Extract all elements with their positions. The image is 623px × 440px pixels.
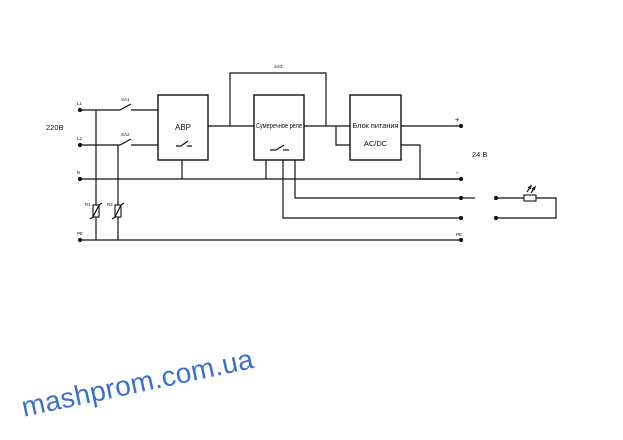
- varistor-r2: [111, 202, 125, 220]
- power-supply-block: [349, 94, 402, 161]
- avr-label: АВР: [175, 123, 191, 132]
- label-sa3: SA3: [274, 64, 283, 69]
- twilight-relay-block: [253, 94, 305, 161]
- avr-block: [157, 94, 209, 161]
- label-l2: L2: [77, 136, 83, 141]
- terminals: [77, 107, 499, 243]
- psu-label-line1: Блок питания: [353, 121, 399, 130]
- psu-label-line2: AC/DC: [364, 139, 388, 148]
- avr-switch-icon: [176, 140, 192, 147]
- light-arrows-icon: [527, 184, 537, 191]
- light-sensor: [461, 185, 557, 219]
- label-r2: R2: [107, 202, 113, 207]
- block-wires: [181, 72, 461, 219]
- switch-sa2: [119, 138, 132, 146]
- supply-wires: [80, 109, 461, 241]
- label-pe-right: PE: [456, 232, 462, 237]
- label-n: N: [77, 170, 80, 175]
- relay-switch-icon: [270, 144, 289, 151]
- label-r1: R1: [85, 202, 91, 207]
- label-sa2: SA2: [121, 132, 130, 137]
- output-minus-label: -: [456, 168, 459, 177]
- label-l1: L1: [77, 101, 83, 106]
- input-voltage-label: 220В: [46, 123, 64, 132]
- varistor-r1: [89, 202, 103, 220]
- label-sa1: SA1: [121, 97, 130, 102]
- twilight-relay-label: Сумеречное реле: [256, 121, 302, 130]
- output-voltage-label: 24 В: [472, 150, 487, 159]
- switch-sa1: [119, 103, 132, 111]
- label-pe-left: PE: [77, 231, 83, 236]
- output-plus-label: +: [455, 115, 460, 124]
